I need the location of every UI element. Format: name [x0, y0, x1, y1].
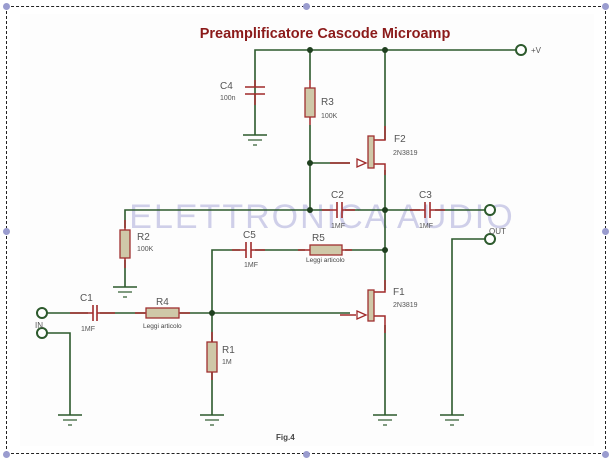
f2-value: 2N3819	[393, 150, 418, 157]
resistor-r3[interactable]	[304, 87, 316, 118]
r1-value: 1M	[222, 359, 232, 366]
resize-handle-top-left[interactable]	[3, 3, 10, 10]
jfet-f2[interactable]	[356, 135, 375, 169]
f1-ref: F1	[393, 287, 405, 298]
terminal-out-label: OUT	[489, 227, 506, 236]
c5-value: 1MF	[244, 262, 258, 269]
pin-stubs	[70, 80, 445, 380]
terminal-out-2[interactable]	[484, 233, 496, 245]
c4-value: 100n	[220, 95, 236, 102]
c4-ref: C4	[220, 81, 233, 92]
resize-handle-middle-left[interactable]	[3, 228, 10, 235]
drawing-area	[20, 14, 594, 446]
ground-icon	[199, 414, 225, 426]
resize-handle-middle-right[interactable]	[602, 228, 609, 235]
resistor-r2[interactable]	[119, 229, 131, 259]
c2-ref: C2	[331, 190, 344, 201]
terminal-in-label: IN	[35, 321, 43, 330]
r4-ref: R4	[156, 297, 169, 308]
terminal-vplus-label: +V	[531, 46, 542, 55]
r5-ref: R5	[312, 233, 325, 244]
resize-handle-top-right[interactable]	[602, 3, 609, 10]
diagram-title: Preamplificatore Cascode Microamp	[200, 26, 451, 42]
figure-label: Fig.4	[276, 433, 295, 442]
resize-handle-top-middle[interactable]	[303, 3, 310, 10]
r3-ref: R3	[321, 97, 334, 108]
ground-icon	[372, 414, 398, 426]
capacitor-c4[interactable]	[245, 86, 265, 95]
c2-value: 1MF	[331, 223, 345, 230]
terminal-out-1[interactable]	[484, 204, 496, 216]
r2-value: 100K	[137, 246, 154, 253]
r1-ref: R1	[222, 345, 235, 356]
resistor-r5[interactable]	[309, 244, 343, 256]
capacitor-c2[interactable]	[336, 202, 343, 218]
f2-ref: F2	[394, 134, 406, 145]
resize-handle-bottom-middle[interactable]	[303, 451, 310, 458]
resize-handle-bottom-left[interactable]	[3, 451, 10, 458]
capacitor-c5[interactable]	[245, 242, 252, 258]
ground-icon	[242, 134, 268, 146]
resize-handle-bottom-right[interactable]	[602, 451, 609, 458]
c1-ref: C1	[80, 293, 93, 304]
r2-ref: R2	[137, 232, 150, 243]
r4-value: Leggi articolo	[143, 323, 182, 330]
r3-value: 100K	[321, 113, 338, 120]
resistor-r4[interactable]	[145, 307, 180, 319]
capacitor-c3[interactable]	[424, 202, 431, 218]
r5-value: Leggi articolo	[306, 257, 345, 264]
ground-icon	[57, 414, 83, 426]
f1-value: 2N3819	[393, 302, 418, 309]
jfet-f1[interactable]	[356, 289, 375, 322]
capacitor-c1[interactable]	[92, 305, 98, 321]
terminal-vplus[interactable]	[515, 44, 527, 56]
c1-value: 1MF	[81, 326, 95, 333]
junctions	[209, 47, 388, 316]
watermark: ELETTRONICA AUDIO	[129, 198, 514, 236]
c5-ref: C5	[243, 230, 256, 241]
ground-icon	[439, 414, 465, 426]
resistor-r1[interactable]	[206, 341, 218, 373]
c3-ref: C3	[419, 190, 432, 201]
terminal-in-2[interactable]	[36, 327, 48, 339]
terminal-in-1[interactable]	[36, 307, 48, 319]
ground-icon	[112, 286, 138, 298]
c3-value: 1MF	[419, 223, 433, 230]
